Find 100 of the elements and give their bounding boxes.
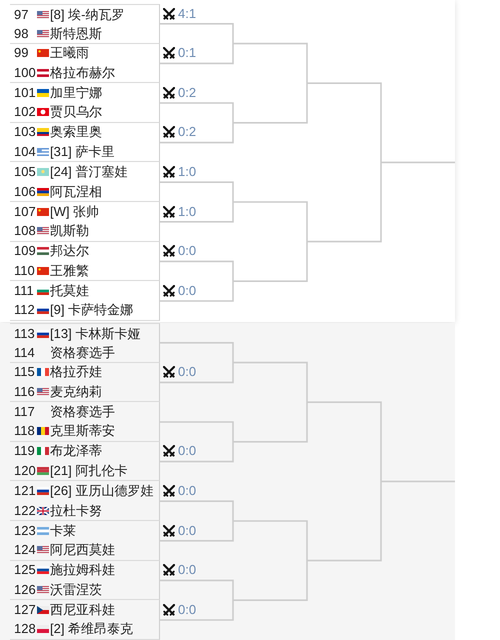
- player-name: [9] 卡萨特金娜: [50, 302, 134, 318]
- bracket-line: [160, 342, 234, 384]
- player-name: [26] 亚历山德罗娃: [50, 482, 154, 499]
- match-cell: [10, 122, 160, 162]
- player-name: [31] 萨卡里: [50, 144, 114, 160]
- draw-number: 116: [14, 384, 35, 400]
- player-name: 沃雷涅茨: [50, 582, 102, 598]
- draw-number: 122: [14, 502, 36, 519]
- player-name: 阿瓦涅相: [50, 184, 102, 200]
- player-name: [2] 希维昂泰克: [50, 621, 134, 638]
- match-cell: [10, 202, 160, 242]
- match-cell: [10, 600, 160, 640]
- player-name: 加里宁娜: [50, 84, 102, 101]
- draw-number: 110: [14, 262, 35, 279]
- draw-number: 111: [14, 282, 34, 299]
- player-name: [21] 阿扎伦卡: [50, 463, 128, 480]
- score-text: 0:0: [178, 562, 196, 578]
- match-cell: [10, 44, 160, 84]
- bracket-line: [160, 260, 234, 302]
- player-name: 邦达尔: [50, 243, 89, 260]
- match-cell: [10, 242, 160, 282]
- draw-number: 120: [14, 463, 36, 480]
- draw-number: 124: [14, 542, 36, 558]
- draw-number: 117: [14, 404, 35, 420]
- score-text: 0:0: [178, 443, 196, 460]
- draw-number: 127: [14, 602, 36, 618]
- draw-number: 119: [14, 443, 35, 460]
- draw-number: 109: [14, 243, 36, 260]
- draw-number: 102: [14, 104, 36, 120]
- player-name: 克里斯蒂安: [50, 423, 115, 440]
- player-name: [24] 普汀塞娃: [50, 164, 128, 180]
- draw-number: 99: [14, 45, 28, 62]
- draw-number: 113: [14, 326, 35, 342]
- score-text: 0:0: [178, 482, 196, 499]
- score-text: 0:2: [178, 124, 196, 140]
- draw-number: 126: [14, 582, 36, 598]
- draw-number: 128: [14, 621, 36, 638]
- match-cell: [10, 442, 160, 482]
- player-name: 贾贝乌尔: [50, 104, 102, 120]
- draw-number: 98: [14, 26, 28, 42]
- score-text: 4:1: [178, 6, 196, 22]
- score-text: 0:0: [178, 364, 196, 380]
- player-name: 资格赛选手: [50, 404, 115, 420]
- draw-number: 97: [14, 6, 28, 22]
- draw-number: 101: [14, 84, 36, 101]
- player-name: 王曦雨: [50, 45, 89, 62]
- bracket-line: [160, 500, 234, 542]
- draw-number: 123: [14, 522, 36, 538]
- player-name: 凯斯勒: [50, 223, 89, 240]
- draw-number: 105: [14, 164, 36, 180]
- score-text: 1:0: [178, 164, 196, 180]
- bracket-line: [160, 181, 234, 223]
- match-cell: [10, 521, 160, 561]
- match-cell: [10, 323, 160, 363]
- player-name: 格拉乔娃: [50, 364, 102, 380]
- draw-number: 115: [14, 364, 35, 380]
- player-name: 拉杜卡努: [50, 502, 102, 519]
- player-name: 布龙泽蒂: [50, 443, 102, 460]
- player-name: 麦克纳莉: [50, 384, 102, 400]
- score-text: 0:0: [178, 282, 196, 299]
- bracket-line: [160, 580, 234, 621]
- score-text: 0:1: [178, 45, 196, 62]
- match-cell: [10, 4, 160, 44]
- player-name: 格拉布赫尔: [50, 64, 115, 81]
- draw-number: 121: [14, 482, 36, 499]
- draw-number: 125: [14, 562, 36, 578]
- score-text: 0:0: [178, 243, 196, 260]
- match-cell: [10, 481, 160, 521]
- draw-number: 103: [14, 124, 36, 140]
- match-cell: [10, 83, 160, 123]
- player-name: 施拉姆科娃: [50, 562, 115, 578]
- draw-number: 114: [14, 345, 35, 362]
- player-name: [8] 埃-纳瓦罗: [50, 6, 124, 22]
- score-text: 1:0: [178, 204, 196, 220]
- bracket-line: [160, 421, 234, 462]
- player-name: 托莫娃: [50, 282, 89, 299]
- draw-number: 106: [14, 184, 36, 200]
- draw-number: 104: [14, 144, 36, 160]
- draw-number: 112: [14, 302, 35, 318]
- draw-number: 100: [14, 64, 36, 81]
- score-text: 0:2: [178, 84, 196, 101]
- player-name: 西尼亚科娃: [50, 602, 115, 618]
- player-name: [W] 张帅: [50, 204, 100, 220]
- player-name: 卡莱: [50, 522, 76, 538]
- bracket-line: [160, 102, 234, 144]
- match-cell: [10, 162, 160, 202]
- match-cell: [10, 281, 160, 321]
- player-name: 资格赛选手: [50, 345, 115, 362]
- player-name: [13] 卡林斯卡娅: [50, 326, 140, 342]
- player-name: 王雅繁: [50, 262, 89, 279]
- player-name: 阿尼西莫娃: [50, 542, 115, 558]
- match-cell: [10, 362, 160, 402]
- player-name: 奥索里奥: [50, 124, 102, 140]
- match-cell: [10, 560, 160, 600]
- match-cell: [10, 402, 160, 442]
- draw-number: 118: [14, 423, 35, 440]
- score-text: 0:0: [178, 602, 196, 618]
- draw-number: 107: [14, 204, 36, 220]
- draw-number: 108: [14, 223, 36, 240]
- score-text: 0:0: [178, 522, 196, 538]
